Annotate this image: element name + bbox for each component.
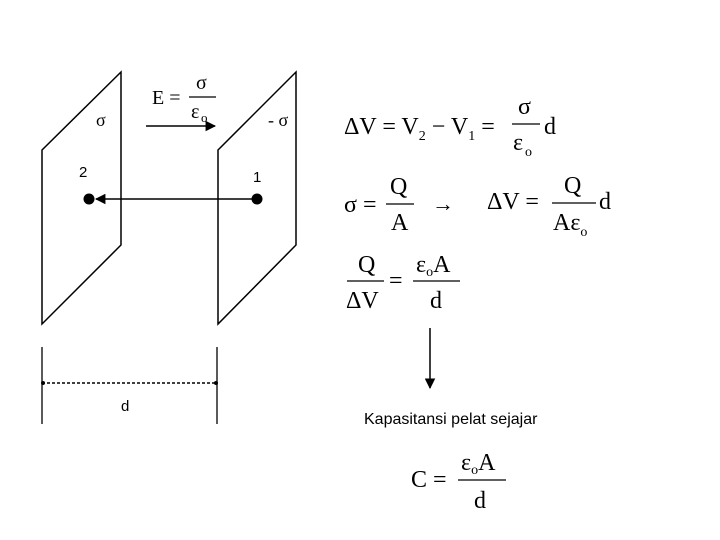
- point-2-label: 2: [79, 164, 87, 181]
- eq1-denominator: ε: [513, 130, 523, 156]
- eq3-left-numerator: Q: [358, 252, 375, 278]
- implies-arrow: →: [432, 191, 454, 216]
- result-lhs: C =: [411, 467, 447, 493]
- eq3-right-numerator: εoA: [416, 252, 451, 280]
- result-numerator: εoA: [461, 450, 496, 478]
- eq2-dv-denominator: Aεo: [553, 210, 587, 240]
- field-formula: E = σ ε o: [152, 72, 216, 125]
- field-lhs: E =: [152, 87, 181, 109]
- point-2: [83, 193, 95, 205]
- eq1-lhs: ΔV = V2 − V1 =: [344, 114, 495, 144]
- eq1-numerator: σ: [518, 94, 531, 120]
- eq3-right-denominator: d: [430, 288, 442, 314]
- field-denominator-sub: o: [201, 110, 208, 125]
- eq1-tail: d: [544, 114, 556, 140]
- caption: Kapasitansi pelat sejajar: [364, 411, 538, 428]
- eq3-equals: =: [389, 268, 403, 294]
- eq2-dv-lhs: ΔV =: [487, 189, 539, 215]
- field-numerator: σ: [196, 72, 207, 94]
- eq3-left-denominator: ΔV: [346, 288, 379, 314]
- equation-capacitance-ratio: Q ΔV = εoA d: [346, 252, 460, 314]
- right-plate: [217, 70, 297, 326]
- field-denominator: ε: [191, 101, 199, 123]
- eq1-denominator-sub: o: [525, 145, 532, 160]
- eq2-denominator: A: [391, 210, 409, 236]
- eq2-sigma-lhs: σ =: [344, 192, 376, 218]
- distance-endpoint-right: [214, 381, 218, 385]
- equation-charge-density: σ = Q A → ΔV = Q Aεo d: [344, 173, 611, 240]
- eq2-dv-numerator: Q: [564, 173, 581, 199]
- point-1: [251, 193, 263, 205]
- eq2-dv-tail: d: [599, 189, 611, 215]
- point-1-label: 1: [253, 169, 261, 186]
- right-charge-label: - σ: [268, 110, 288, 130]
- result-denominator: d: [474, 488, 486, 514]
- distance-label: d: [121, 398, 129, 415]
- left-charge-label: σ: [96, 110, 106, 130]
- capacitance-result: C = εoA d: [411, 450, 506, 514]
- distance-endpoint-left: [41, 381, 45, 385]
- left-plate: [41, 70, 122, 326]
- eq2-numerator: Q: [390, 174, 407, 200]
- equation-potential-difference: ΔV = V2 − V1 = σ ε o d: [344, 94, 556, 160]
